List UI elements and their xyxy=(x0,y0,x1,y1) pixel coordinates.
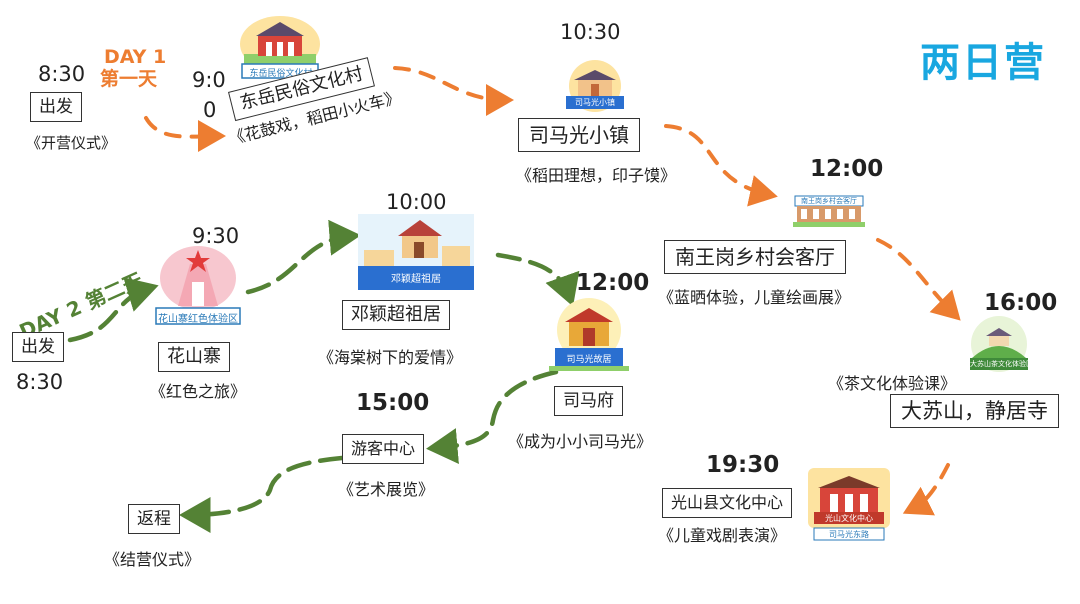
d1-smgxz-activity: 《稻田理想，印子馍》 xyxy=(516,166,677,185)
d2-ykzx-activity: 《艺术展览》 xyxy=(338,480,435,499)
d1-start-time: 8:30 xyxy=(38,62,86,86)
d1-nwg-box: 南王岗乡村会客厅 xyxy=(664,240,846,274)
d1-gswh-time: 19:30 xyxy=(706,452,780,478)
dasushan-sign-text: 大苏山茶文化体验区 xyxy=(970,360,1028,368)
d2-hsz-time: 9:30 xyxy=(192,224,240,248)
d2-dyc-activity: 《海棠树下的爱情》 xyxy=(318,348,463,367)
route-d2-1 xyxy=(67,277,159,343)
route-d2-5 xyxy=(179,455,345,533)
dengyingchao-illustration: 邓颖超祖居 xyxy=(358,214,474,290)
d1-gswh-box: 光山县文化中心 xyxy=(662,488,793,518)
d2-dyc-box: 邓颖超祖居 xyxy=(342,300,450,330)
d2-dyc-time: 10:00 xyxy=(386,190,447,214)
d1-start-box: 出发 xyxy=(30,92,82,122)
dengyingchao-sign-text: 邓颖超祖居 xyxy=(391,274,441,285)
d2-smf-time: 12:00 xyxy=(576,270,650,296)
d2-smf-box: 司马府 xyxy=(554,386,623,416)
guangshan-culture-center-illustration: 光山文化中心 司马光东路 xyxy=(804,466,894,542)
huashanzhai-sign-text: 花山寨红色体验区 xyxy=(158,314,238,325)
d1-smgxz-time: 10:30 xyxy=(560,20,621,44)
d1-dss-activity: 《茶文化体验课》 xyxy=(828,374,957,393)
route-d1-1 xyxy=(144,116,226,153)
dasushan-illustration: 大苏山茶文化体验区 xyxy=(964,314,1034,374)
route-d2-2 xyxy=(245,219,361,295)
route-d2-4 xyxy=(426,369,559,465)
d1-nwg-time: 12:00 xyxy=(810,156,884,182)
d1-dss-box: 大苏山，静居寺 xyxy=(890,394,1059,428)
d1-start-activity: 《开营仪式》 xyxy=(26,134,117,152)
d2-return-box: 返程 xyxy=(128,504,180,534)
simafu-sign-text: 司马光故居 xyxy=(566,355,612,365)
d1-dongyue-time-a: 9:0 xyxy=(192,68,226,92)
day1-label-cn: 第一天 xyxy=(100,68,158,90)
d2-return-activity: 《结营仪式》 xyxy=(104,550,201,569)
route-d1-4 xyxy=(876,238,961,321)
d1-dss-time: 16:00 xyxy=(984,290,1058,316)
day1-label-en: DAY 1 xyxy=(104,46,167,68)
d1-gswh-activity: 《儿童戏剧表演》 xyxy=(658,526,787,545)
d2-hsz-activity: 《红色之旅》 xyxy=(150,382,247,401)
huashanzhai-illustration: 花山寨红色体验区 xyxy=(152,244,244,328)
d2-hsz-box: 花山寨 xyxy=(158,342,230,372)
day1-label: DAY 1 第一天 xyxy=(100,46,167,90)
d2-ykzx-box: 游客中心 xyxy=(342,434,425,464)
route-d2-3 xyxy=(495,252,580,307)
page-title: 两日营 xyxy=(920,40,1046,86)
d1-smgxz-box: 司马光小镇 xyxy=(518,118,640,152)
route-d1-3 xyxy=(664,124,778,207)
dongyue-sign-text: 东岳民俗文化村 xyxy=(249,69,313,79)
d1-dongyue-time-b: 0 xyxy=(203,98,217,122)
simaguang-town-illustration: 司马光小镇 xyxy=(560,58,630,112)
guangshan-road-sign-text: 司马光东路 xyxy=(829,530,869,539)
simaguang-town-sign-text: 司马光小镇 xyxy=(575,98,615,107)
d1-nwg-activity: 《蓝晒体验，儿童绘画展》 xyxy=(658,288,851,307)
guangshan-sign-text: 光山文化中心 xyxy=(825,514,873,523)
d2-ykzx-time: 15:00 xyxy=(356,390,430,416)
d2-start-box: 出发 xyxy=(12,332,64,362)
d2-start-time: 8:30 xyxy=(16,370,64,394)
nanwanggang-illustration: 南王岗乡村会客厅 xyxy=(793,194,865,228)
route-d1-2 xyxy=(393,66,514,116)
nanwanggang-sign-text: 南王岗乡村会客厅 xyxy=(801,197,857,205)
route-d1-5 xyxy=(902,463,950,516)
d2-smf-activity: 《成为小小司马光》 xyxy=(508,432,653,451)
simafu-illustration: 司马光故居 xyxy=(549,296,629,372)
